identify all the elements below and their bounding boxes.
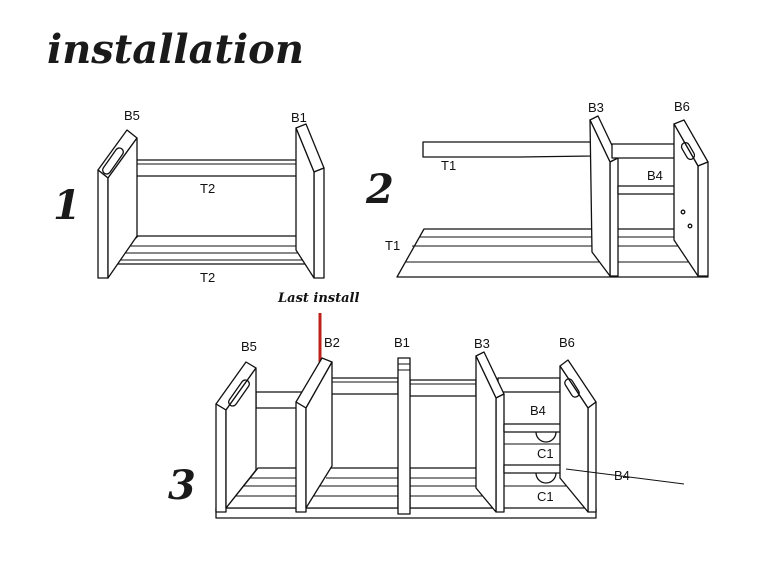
step-1-number: 1 (53, 182, 81, 229)
step-3-panel-b2 (295, 357, 333, 513)
callout-line-b4 (565, 468, 685, 485)
page-title: installation (47, 26, 304, 73)
label-b5: B5 (241, 339, 257, 354)
step-2: 2 (365, 99, 709, 278)
step-1-top-board (135, 159, 299, 177)
label-c1-top: C1 (537, 446, 554, 461)
step-2-top-board (422, 141, 593, 158)
label-b5: B5 (124, 108, 140, 123)
last-install-note: Last install (277, 291, 359, 306)
label-b4-callout: B4 (614, 468, 630, 483)
label-t1-bottom: T1 (385, 238, 400, 253)
step-3-number: 3 (168, 462, 196, 509)
step-3-panel-b3 (475, 351, 505, 513)
step-3: 3 Last install (168, 291, 685, 519)
label-b4-shelf: B4 (530, 403, 546, 418)
label-b1: B1 (291, 110, 307, 125)
label-b2: B2 (324, 335, 340, 350)
label-t2-top: T2 (200, 181, 215, 196)
label-t1-top: T1 (441, 158, 456, 173)
step-1-panel-b1 (295, 123, 325, 279)
step-2-number: 2 (365, 166, 394, 213)
label-b1: B1 (394, 335, 410, 350)
drawer-handle-top (535, 431, 557, 443)
step-2-panel-b3 (589, 115, 619, 277)
drawer-handle-bottom (535, 472, 557, 484)
step-3-panel-b6 (559, 359, 597, 513)
step-2-panel-b6 (673, 119, 709, 277)
step-3-panel-b1 (397, 357, 411, 515)
label-c1-bottom: C1 (537, 489, 554, 504)
step-1: 1 B5 B1 T2 T2 (53, 108, 325, 285)
step-3-panel-b5 (215, 361, 257, 513)
label-b4: B4 (647, 168, 663, 183)
label-b3: B3 (588, 100, 604, 115)
label-b3: B3 (474, 336, 490, 351)
label-b6: B6 (559, 335, 575, 350)
step-1-panel-b5 (97, 129, 138, 279)
label-t2-bottom: T2 (200, 270, 215, 285)
step-1-bottom-board (107, 235, 313, 265)
label-b6: B6 (674, 99, 690, 114)
step-2-bottom-board (396, 228, 709, 278)
